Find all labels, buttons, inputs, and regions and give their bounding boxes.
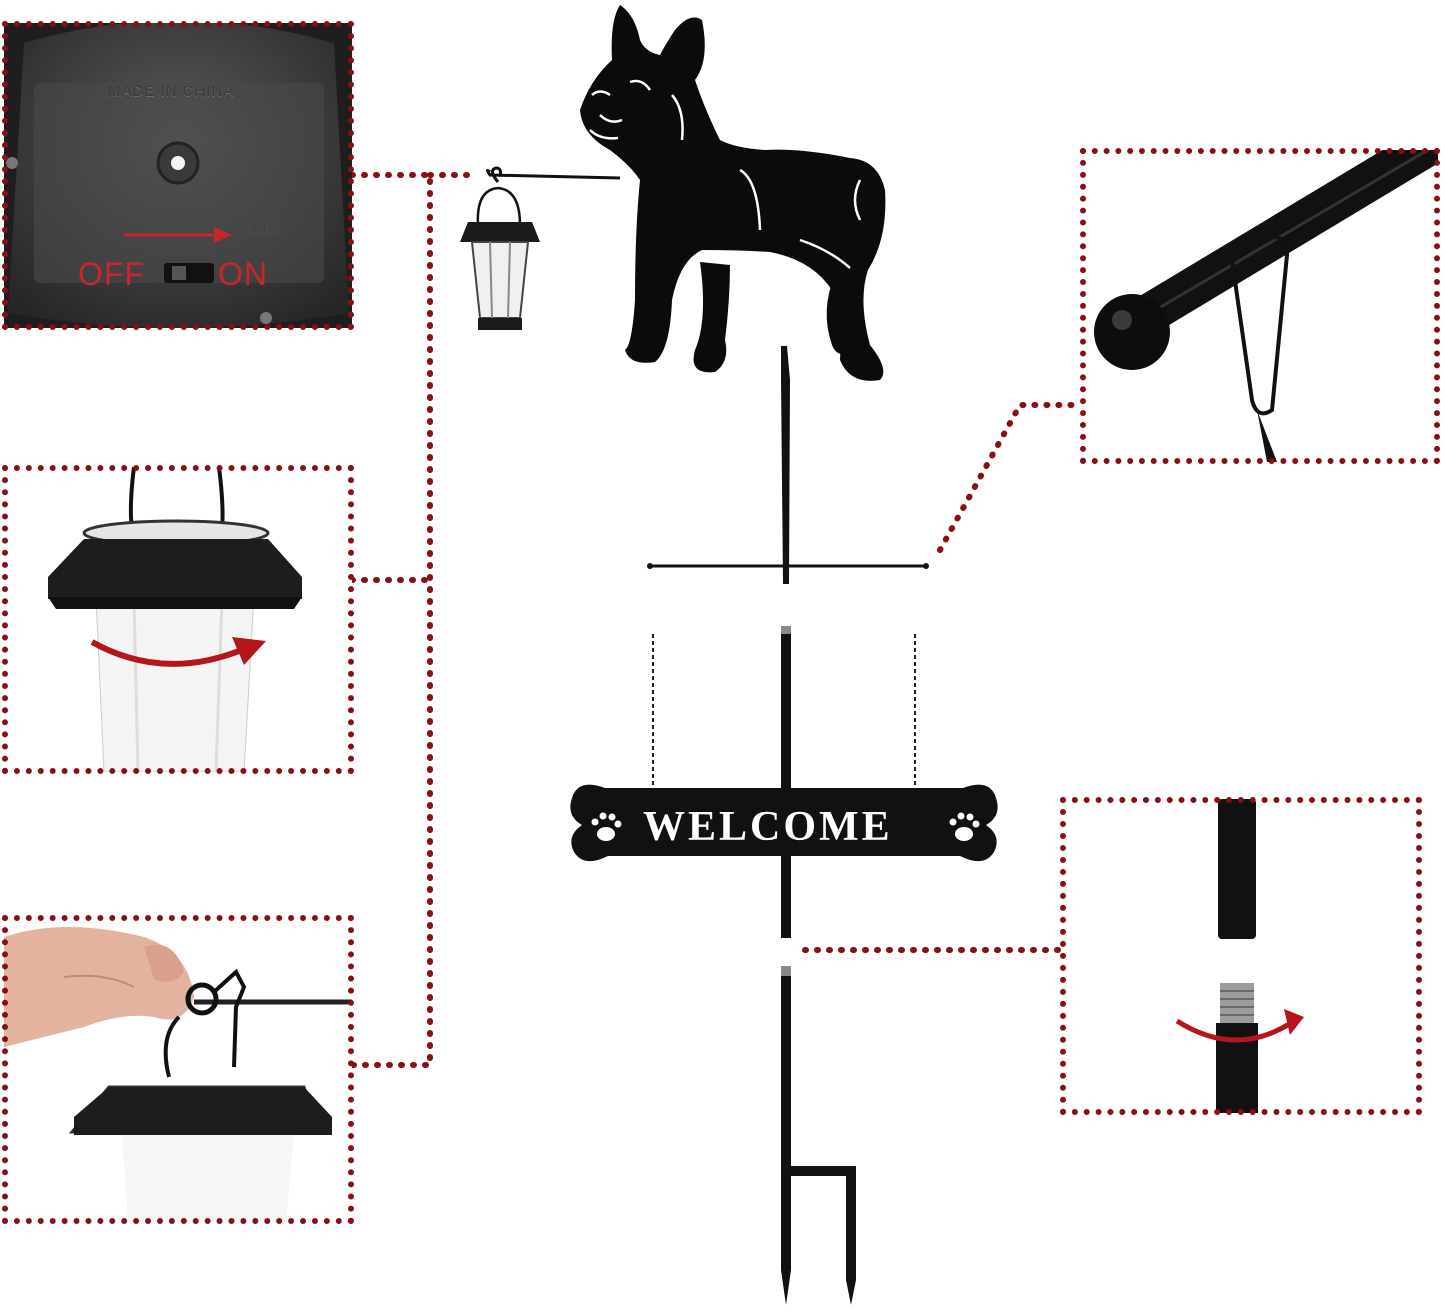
paw-icon-left: [591, 812, 622, 841]
made-in-label: MADE IN CHINA: [108, 83, 235, 100]
pole-screw-panel: [1062, 799, 1420, 1113]
battery-housing: [4, 23, 352, 328]
paw-icon-right: [949, 812, 980, 841]
pole-screw-illustration: [1175, 799, 1304, 1113]
rod-detail-panel: [1082, 150, 1438, 462]
hand-hang-illustration: [4, 927, 352, 1222]
welcome-text: WELCOME: [643, 804, 893, 850]
bone-plaque: [570, 784, 998, 862]
connector-rod-detail: [937, 402, 1085, 553]
hang-lantern-panel: [4, 917, 352, 1222]
rotate-arrow-icon: [90, 637, 266, 667]
lantern-rotate-panel: [4, 467, 352, 772]
switch-arrow-icon: [124, 227, 232, 243]
hanging-lantern: [460, 186, 540, 330]
welcome-sign-piece: [570, 626, 998, 938]
switch-on-label: ON: [218, 256, 268, 292]
dog-stake-top: [460, 5, 886, 381]
switch-detail-panel: MADE IN CHINA CE OFF ON: [4, 23, 352, 328]
ground-stake-piece: [781, 966, 856, 1305]
ce-mark: CE: [248, 215, 279, 240]
rod-end-illustration: [1094, 150, 1438, 462]
dog-face-cutouts: [589, 79, 862, 269]
lantern-rotate-illustration: [48, 467, 302, 772]
crossbar-piece: [647, 346, 929, 584]
switch-off-label: OFF: [78, 256, 145, 292]
french-bulldog-silhouette: [580, 5, 886, 381]
connector-switch-to-lantern: [349, 172, 433, 1068]
